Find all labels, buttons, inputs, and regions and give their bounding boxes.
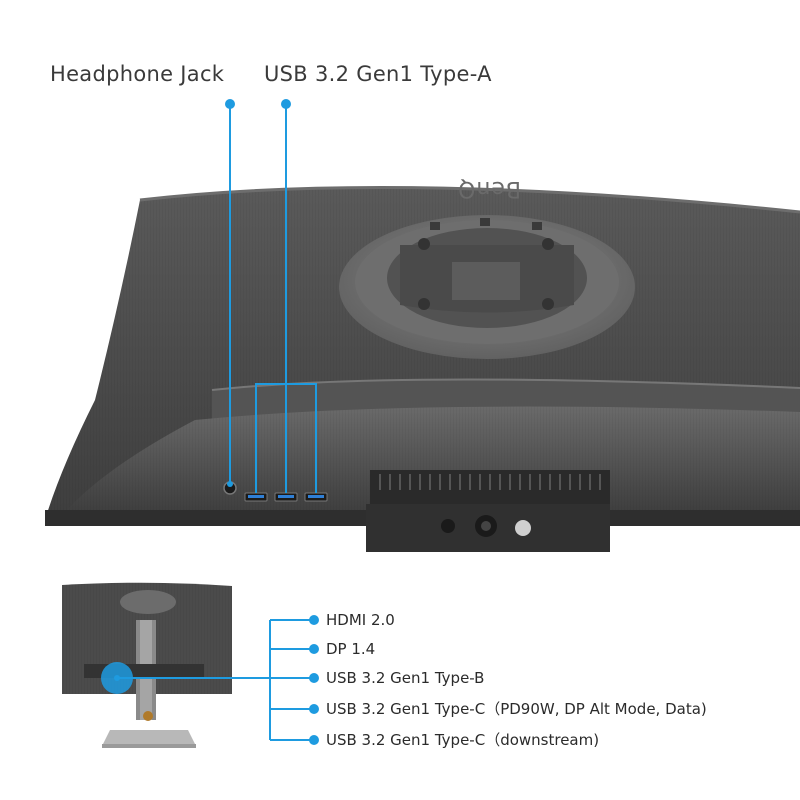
headphone-jack-label: Headphone Jack <box>50 62 225 86</box>
top-callout-lines <box>229 104 317 493</box>
hdmi-label: HDMI 2.0 <box>326 611 395 629</box>
usb-type-a-label: USB 3.2 Gen1 Type-A <box>264 62 492 86</box>
brand-logo: BenQ <box>457 176 521 201</box>
usb-type-c-pd-label: USB 3.2 Gen1 Type-C（PD90W, DP Alt Mode, … <box>326 700 707 718</box>
usb-type-b-label: USB 3.2 Gen1 Type-B <box>326 669 485 687</box>
bottom-callout-lines <box>117 619 314 741</box>
monitor-thumbnail <box>62 582 232 748</box>
dp-label: DP 1.4 <box>326 640 376 658</box>
usb-type-c-downstream-label: USB 3.2 Gen1 Type-C（downstream) <box>326 731 600 749</box>
